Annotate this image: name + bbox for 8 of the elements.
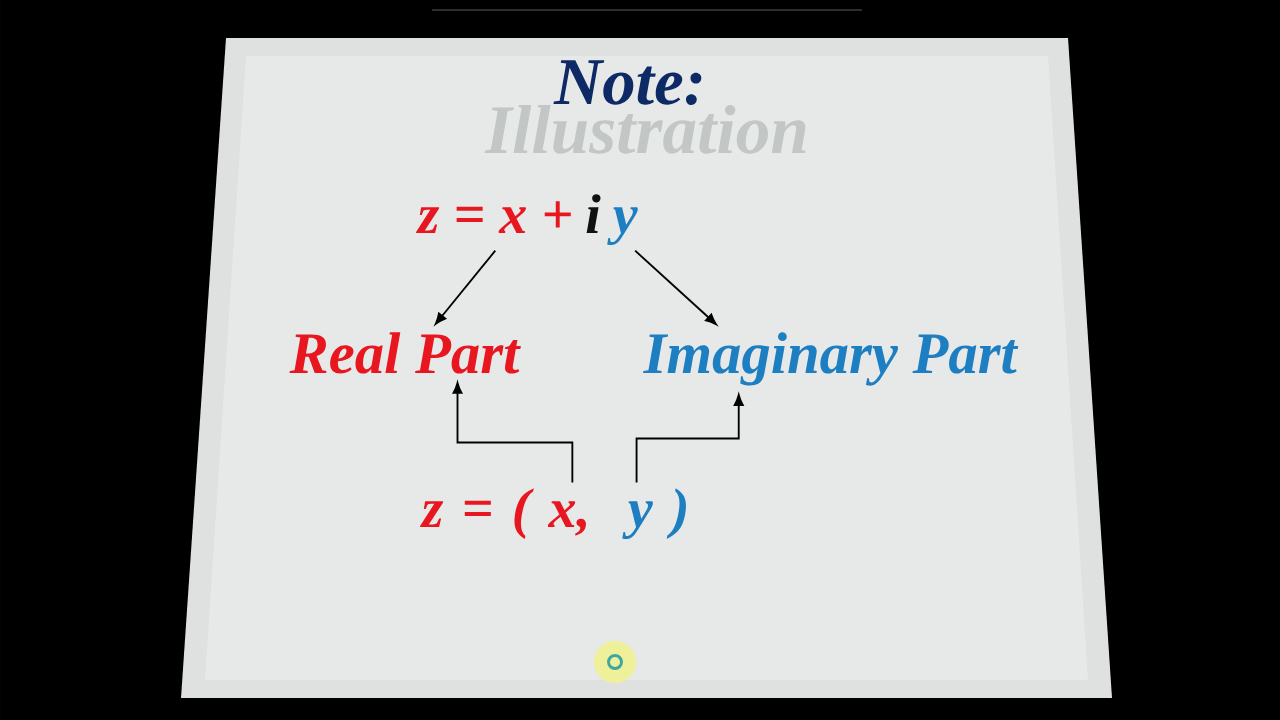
arrow xyxy=(434,249,497,325)
title: Note: xyxy=(553,60,702,105)
arrow xyxy=(635,394,744,484)
formula: z = ( x, y ) xyxy=(420,488,686,540)
arrow xyxy=(634,249,717,326)
part-label: Real Part xyxy=(289,332,521,374)
formula: z = x + iy xyxy=(416,194,638,246)
part-label: Imaginary Part xyxy=(643,332,1019,386)
